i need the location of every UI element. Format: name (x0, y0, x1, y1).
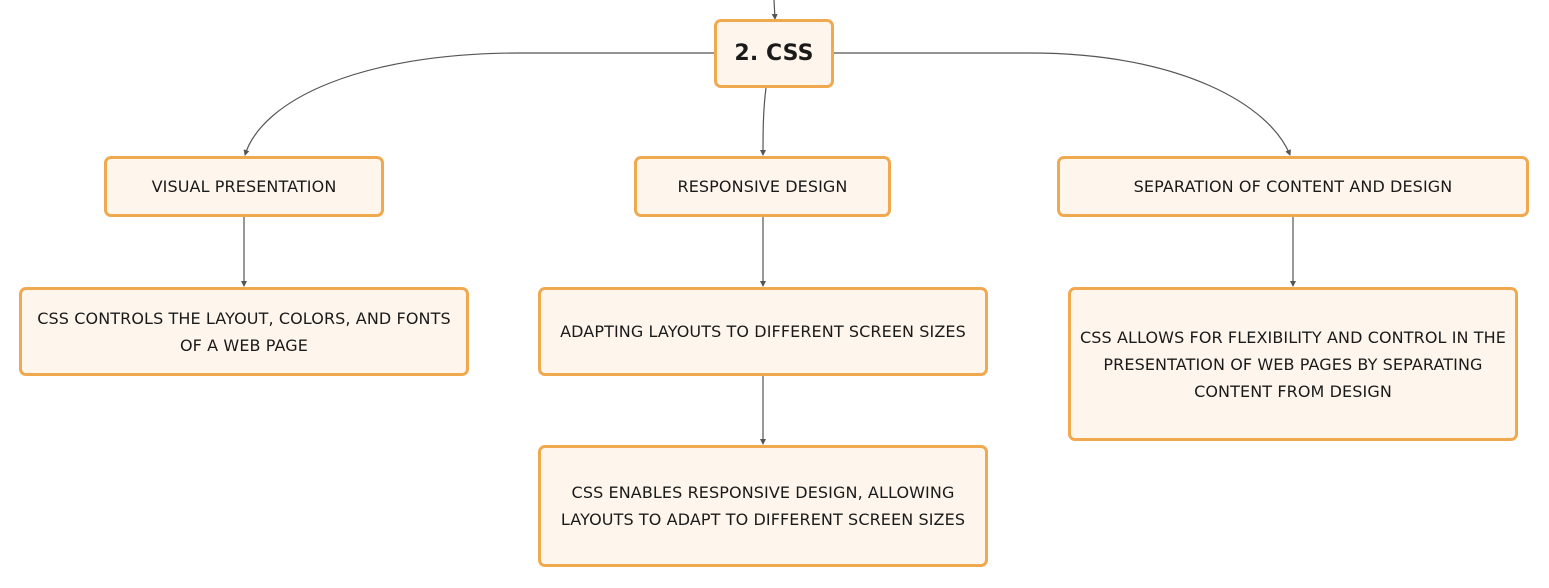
connector-root-responsive-design (760, 87, 767, 156)
branch-node-separation-of-content-and-design[interactable]: SEPARATION OF CONTENT AND DESIGN (1057, 156, 1529, 217)
branch-node-responsive-design[interactable]: RESPONSIVE DESIGN (634, 156, 891, 217)
branch-node-label: RESPONSIVE DESIGN (677, 177, 848, 196)
leaf-node-label: CSS ENABLES RESPONSIVE DESIGN, ALLOWING … (560, 483, 966, 529)
branch-node-visual-presentation[interactable]: VISUAL PRESENTATION (104, 156, 384, 217)
leaf-node-label: CSS ALLOWS FOR FLEXIBILITY AND CONTROL I… (1079, 327, 1507, 401)
leaf-node-separation-detail[interactable]: CSS ALLOWS FOR FLEXIBILITY AND CONTROL I… (1068, 287, 1518, 441)
connector-root-separation (834, 52, 1291, 156)
leaf-node-label: ADAPTING LAYOUTS TO DIFFERENT SCREEN SIZ… (560, 322, 966, 341)
root-node-css[interactable]: 2. CSS (714, 19, 834, 88)
leaf-node-responsive-design-subdetail[interactable]: CSS ENABLES RESPONSIVE DESIGN, ALLOWING … (538, 445, 988, 567)
leaf-node-label: CSS CONTROLS THE LAYOUT, COLORS, AND FON… (37, 308, 451, 355)
branch-node-label: VISUAL PRESENTATION (151, 177, 337, 196)
branch-node-label: SEPARATION OF CONTENT AND DESIGN (1133, 177, 1453, 196)
leaf-node-visual-presentation-detail[interactable]: CSS CONTROLS THE LAYOUT, COLORS, AND FON… (19, 287, 469, 376)
connector-root-visual-presentation (243, 52, 714, 156)
connector-incoming (771, 0, 778, 20)
root-node-label: 2. CSS (734, 41, 814, 66)
leaf-node-responsive-design-detail[interactable]: ADAPTING LAYOUTS TO DIFFERENT SCREEN SIZ… (538, 287, 988, 376)
